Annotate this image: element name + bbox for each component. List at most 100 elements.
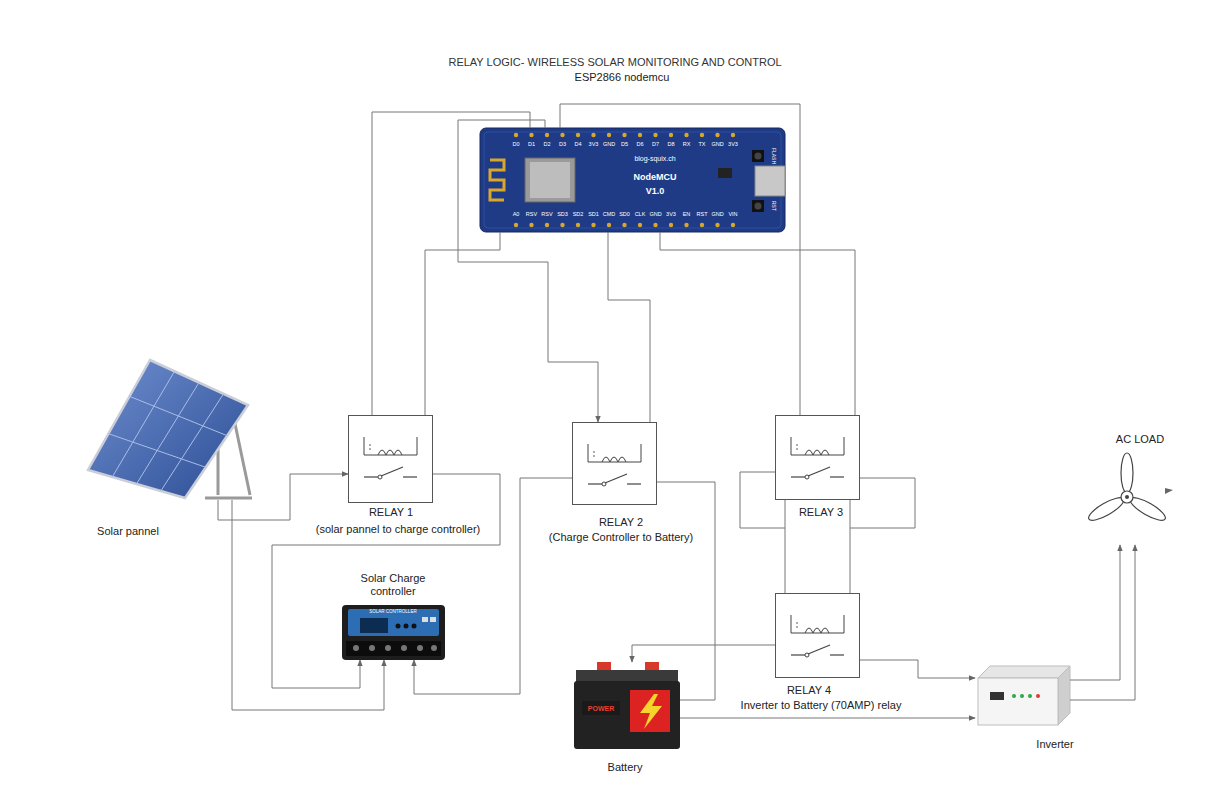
ac-load: AC LOAD bbox=[1085, 455, 1175, 545]
button-label: FLASH bbox=[771, 148, 776, 164]
node-label: Inverter bbox=[1036, 738, 1073, 751]
microcontroller-board: ESP2866 nodemcu bbox=[480, 128, 785, 232]
node-label: AC LOAD bbox=[1116, 433, 1164, 446]
pin-label: TX bbox=[698, 142, 705, 148]
pin-label: D5 bbox=[621, 142, 628, 148]
pin bbox=[591, 133, 595, 137]
pin-label: 3V3 bbox=[666, 212, 676, 218]
node-label: RELAY 4 bbox=[787, 684, 831, 697]
pin-label: RSV bbox=[541, 212, 552, 218]
pin bbox=[653, 133, 657, 137]
node-sublabel: (solar pannel to charge controller) bbox=[316, 523, 480, 536]
relay-symbol bbox=[588, 444, 641, 486]
pin bbox=[607, 223, 611, 227]
wire-connector bbox=[657, 482, 715, 700]
pin bbox=[607, 133, 611, 137]
pin-label: D2 bbox=[543, 142, 550, 148]
battery-brand: POWER bbox=[588, 705, 614, 712]
pin-label: CMD bbox=[603, 212, 616, 218]
wire-connector bbox=[218, 474, 348, 520]
pin bbox=[591, 223, 595, 227]
wire-connector bbox=[272, 474, 500, 688]
wire-connector bbox=[660, 232, 855, 415]
pin bbox=[715, 133, 719, 137]
pin bbox=[576, 133, 580, 137]
board-print: blog-squix.ch bbox=[634, 155, 675, 162]
pin bbox=[514, 133, 518, 137]
wire-connector bbox=[850, 500, 851, 593]
pin-label: GND bbox=[649, 212, 661, 218]
wire-connector bbox=[1070, 545, 1135, 700]
pin-label: SD2 bbox=[573, 212, 584, 218]
diagram-title: RELAY LOGIC- WIRELESS SOLAR MONITORING A… bbox=[448, 56, 781, 68]
relay-box: RELAY 4Inverter to Battery (70AMP) relay bbox=[775, 593, 860, 678]
inverter: Inverter bbox=[975, 665, 1070, 727]
button-label: RST bbox=[771, 201, 776, 211]
wire-connector bbox=[1070, 545, 1120, 680]
pin bbox=[669, 133, 673, 137]
pin-label: GND bbox=[711, 142, 723, 148]
wire-connector bbox=[608, 232, 650, 422]
pin-label: D0 bbox=[512, 142, 519, 148]
pin-label: RX bbox=[683, 142, 691, 148]
pin bbox=[731, 223, 735, 227]
pin-label: D3 bbox=[559, 142, 566, 148]
pin bbox=[731, 133, 735, 137]
node-label: Solar Charge controller bbox=[343, 572, 443, 598]
pin bbox=[545, 133, 549, 137]
solar-panel-picture bbox=[88, 360, 252, 498]
pin-label: D6 bbox=[636, 142, 643, 148]
pin bbox=[514, 223, 518, 227]
board-pins bbox=[514, 133, 735, 227]
pin bbox=[700, 223, 704, 227]
board-print: V1.0 bbox=[646, 187, 665, 196]
wire-connector bbox=[414, 478, 572, 694]
pin bbox=[669, 223, 673, 227]
fan-picture bbox=[1086, 453, 1173, 524]
pin-label: VIN bbox=[728, 212, 737, 218]
relay-symbol bbox=[791, 437, 844, 479]
solar-panel: Solar pannel bbox=[88, 360, 250, 500]
battery-picture bbox=[574, 662, 680, 749]
pin bbox=[684, 133, 688, 137]
pin-label: GND bbox=[603, 142, 615, 148]
node-label: RELAY 2 bbox=[599, 516, 643, 529]
wire-connector bbox=[560, 104, 800, 415]
pin-label: SD0 bbox=[619, 212, 630, 218]
pin bbox=[529, 223, 533, 227]
relay-symbol bbox=[364, 437, 417, 479]
pin-label: D7 bbox=[652, 142, 659, 148]
wire-connector bbox=[425, 232, 500, 415]
node-label: RELAY 3 bbox=[799, 506, 843, 519]
contact-wire bbox=[740, 472, 915, 528]
pin-label: A0 bbox=[513, 212, 520, 218]
pin bbox=[715, 223, 719, 227]
wire-connector bbox=[860, 660, 975, 678]
wire-connector bbox=[680, 718, 975, 719]
pin bbox=[576, 223, 580, 227]
pin bbox=[622, 223, 626, 227]
node-sublabel: (Charge Controller to Battery) bbox=[549, 531, 693, 544]
node-label: ESP2866 nodemcu bbox=[575, 71, 670, 84]
pin-label: CLK bbox=[635, 212, 646, 218]
pin-label: EN bbox=[683, 212, 691, 218]
pin-label: 3V3 bbox=[589, 142, 599, 148]
pin bbox=[560, 223, 564, 227]
wire-connector bbox=[458, 120, 598, 422]
pin-label: D8 bbox=[667, 142, 674, 148]
pin bbox=[638, 133, 642, 137]
node-label: Battery bbox=[608, 761, 643, 774]
pin bbox=[684, 223, 688, 227]
relay-symbol bbox=[791, 615, 844, 657]
pin-label: GND bbox=[711, 212, 723, 218]
pin-label: SD1 bbox=[588, 212, 599, 218]
wire-connector bbox=[785, 500, 786, 593]
pin-label: D1 bbox=[528, 142, 535, 148]
pin bbox=[638, 223, 642, 227]
pin-label: D4 bbox=[574, 142, 581, 148]
pin bbox=[653, 223, 657, 227]
pin bbox=[700, 133, 704, 137]
nodemcu-board bbox=[480, 128, 785, 232]
